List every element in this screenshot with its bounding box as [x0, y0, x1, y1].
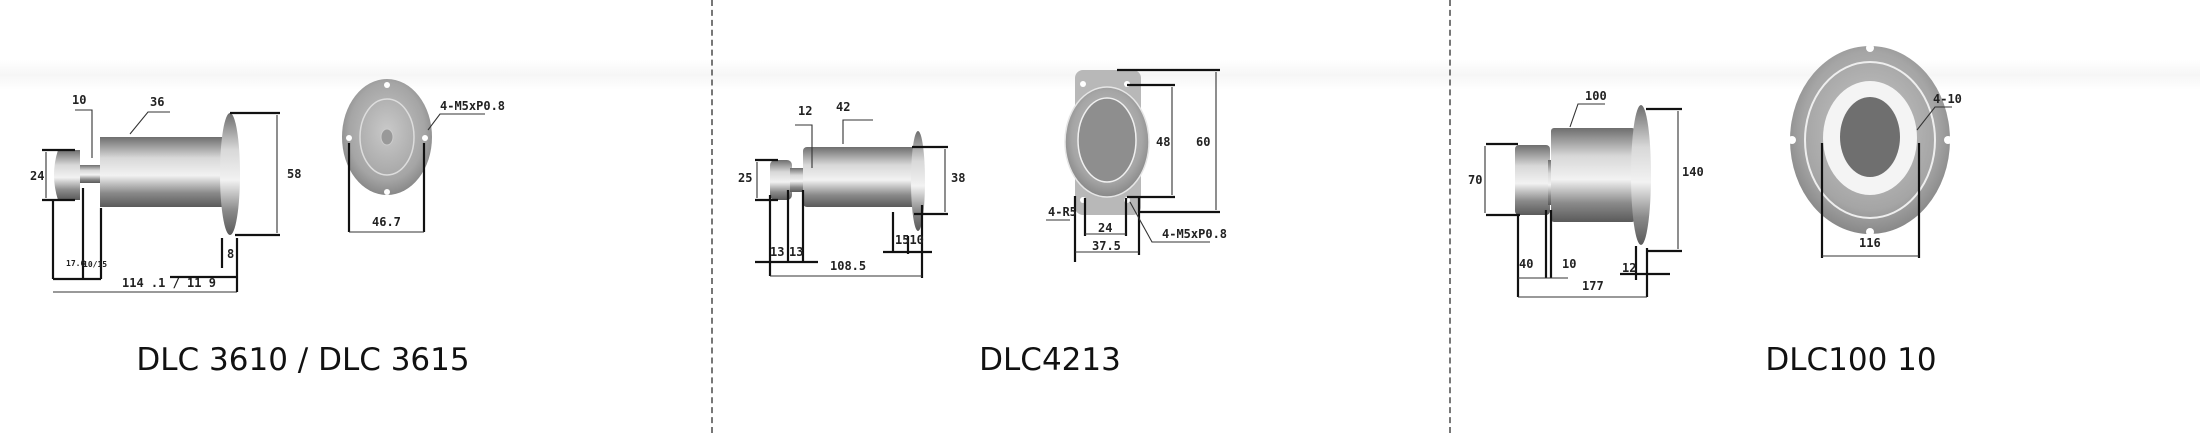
dim-len-b: 10/15: [83, 260, 107, 269]
dim-flange: 1510: [895, 233, 924, 247]
dim-total: 114 .1 / 11 9: [122, 276, 216, 290]
dim-len-a: 17.6: [66, 259, 85, 268]
dim-total: 108.5: [830, 259, 866, 273]
dim-knob-dia: 25: [738, 171, 752, 185]
dlc3610-side-view: 24 10 36 58 8 17.6 10/15 114 .1 / 11 9: [30, 93, 301, 293]
dim-width: 37.5: [1092, 239, 1121, 253]
dim-body-dia: 100: [1585, 89, 1607, 103]
dim-inner: 48: [1156, 135, 1170, 149]
dim-holes: 4-10: [1933, 92, 1962, 106]
dim-flange-thk: 12: [1622, 261, 1636, 275]
dim-total: 177: [1582, 279, 1604, 293]
dim-len-b: 13: [789, 245, 803, 259]
dlc4213-side-view: 25 12 42 38 13 13 1510 108.5: [738, 100, 965, 278]
model-title-dlc10010: DLC100 10: [1765, 342, 1937, 378]
dim-holes: 4-M5xP0.8: [1162, 227, 1227, 241]
dim-knob-dia: 24: [30, 169, 44, 183]
dim-radius: 4-R5: [1048, 205, 1077, 219]
dim-flange-dia: 38: [951, 171, 965, 185]
dim-outer: 60: [1196, 135, 1210, 149]
panel-divider: [711, 0, 713, 433]
dim-len-b: 10: [1562, 257, 1576, 271]
dim-holes: 4-M5xP0.8: [440, 99, 505, 113]
dim-pcd: 46.7: [372, 215, 401, 229]
dim-knob-dia: 70: [1468, 173, 1482, 187]
dim-neck: 10: [72, 93, 86, 107]
dim-body-dia: 36: [150, 95, 164, 109]
dlc10010-front-view: 4-10 116: [1788, 44, 1962, 258]
dlc10010-side-view: 70 100 140 40 10 12 177: [1468, 89, 1704, 298]
dim-len-a: 13: [770, 245, 784, 259]
dim-body-dia: 42: [836, 100, 850, 114]
dim-hole-pitch: 24: [1098, 221, 1112, 235]
dim-neck: 12: [798, 104, 812, 118]
model-title-dlc4213: DLC4213: [979, 342, 1121, 378]
panel-divider: [1449, 0, 1451, 433]
dim-flange-thk: 8: [227, 247, 234, 261]
dlc3610-front-view: 4-M5xP0.8 46.7: [342, 79, 505, 233]
dim-len-a: 40: [1519, 257, 1533, 271]
dlc4213-front-view: 48 60 4-R5 24 37.5 4-M5xP0.8: [1046, 68, 1227, 262]
model-title-dlc3610: DLC 3610 / DLC 3615: [136, 342, 470, 378]
dim-flange-dia: 140: [1682, 165, 1704, 179]
dim-flange-dia: 58: [287, 167, 301, 181]
dim-pcd: 116: [1859, 236, 1881, 250]
